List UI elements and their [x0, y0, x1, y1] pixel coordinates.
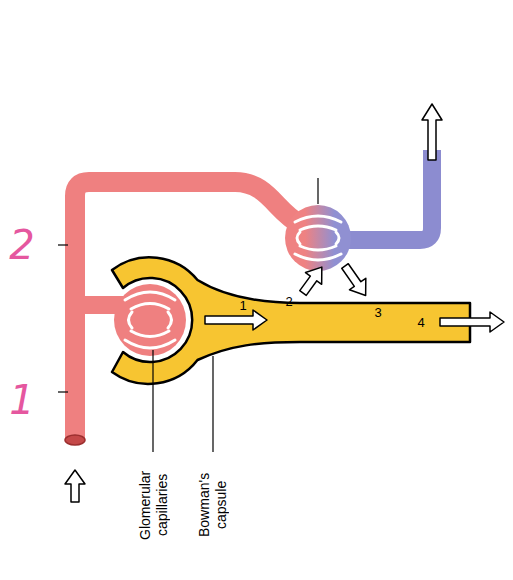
- vessel-opening: [65, 435, 85, 445]
- leader-line: [152, 350, 153, 452]
- handwritten-number: 2: [9, 222, 34, 268]
- reabsorption-arrow: [295, 261, 330, 299]
- callout-number: 2: [285, 294, 292, 309]
- capillary-loops: [295, 216, 341, 260]
- part-label: Bowman's capsule: [196, 455, 230, 555]
- callout-number: 4: [417, 315, 424, 330]
- glomerulus: [114, 284, 186, 356]
- tick-line: [58, 391, 68, 392]
- tick-line: [317, 178, 318, 204]
- glomerular-loops: [125, 292, 175, 348]
- tick-line: [58, 244, 68, 245]
- leader-line: [212, 356, 213, 452]
- callout-number: 1: [239, 298, 246, 313]
- callout-number: 3: [374, 305, 381, 320]
- handwritten-number: 1: [9, 377, 34, 423]
- peritubular-capillaries: [285, 205, 351, 271]
- blood-out-arrow: [422, 104, 442, 160]
- blood-in-arrow: [65, 470, 85, 502]
- bowmans-capsule: [112, 257, 470, 384]
- filtration-arrow: [205, 310, 267, 330]
- secretion-arrow: [337, 260, 374, 301]
- part-label: Glomerular capillaries: [137, 455, 171, 555]
- excretion-arrow: [440, 312, 504, 332]
- venule: [340, 150, 432, 240]
